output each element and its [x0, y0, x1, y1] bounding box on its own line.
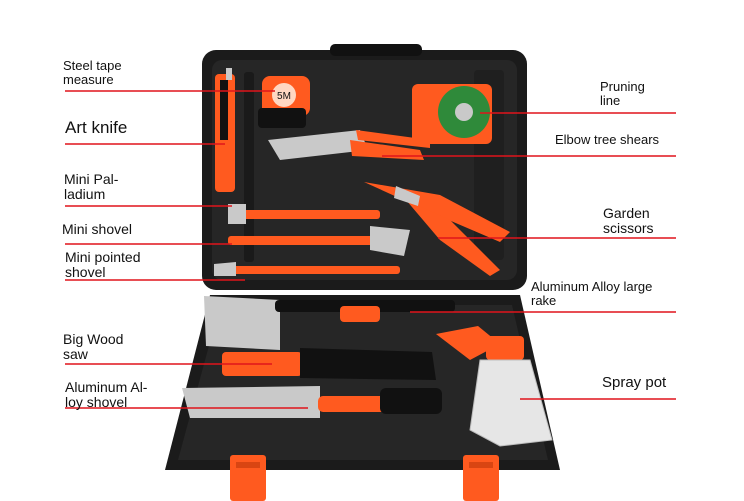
elbow-tree-shears	[268, 130, 430, 160]
mini-shovel	[228, 226, 410, 256]
label-spray-pot: Spray pot	[602, 374, 667, 391]
label-aluminum-alloy-shovel: Aluminum Al- loy shovel	[65, 379, 148, 410]
label-art-knife: Art knife	[65, 118, 128, 137]
spray-pot	[436, 326, 553, 447]
label-steel-tape-measure: Steel tape measure	[63, 58, 122, 87]
art-knife	[215, 68, 235, 192]
label-mini-shovel: Mini shovel	[62, 221, 133, 237]
label-garden-scissors: Garden scissors	[603, 205, 654, 236]
aluminum-alloy-shovel	[182, 386, 442, 418]
label-elbow-tree-shears: Elbow tree shears	[555, 132, 660, 147]
label-mini-pointed-shovel: Mini pointed shovel	[65, 249, 141, 280]
aluminum-alloy-rake	[204, 296, 455, 350]
label-mini-palladium: Mini Pal- ladium	[64, 171, 119, 202]
case-latch-left	[230, 455, 266, 501]
mini-pointed-shovel	[214, 262, 400, 276]
label-pruning-line: Pruning line	[600, 79, 645, 108]
case-latch-right	[463, 455, 499, 501]
tape-measure: 5M	[258, 76, 310, 128]
mini-palladium	[228, 204, 380, 224]
leader-lines	[65, 90, 676, 409]
label-big-wood-saw: Big Wood saw	[63, 331, 124, 362]
label-aluminum-alloy-large-rake: Aluminum Alloy large rake	[531, 279, 653, 308]
tape-brand: 5M	[277, 91, 291, 102]
pruning-line-reel	[412, 84, 492, 144]
